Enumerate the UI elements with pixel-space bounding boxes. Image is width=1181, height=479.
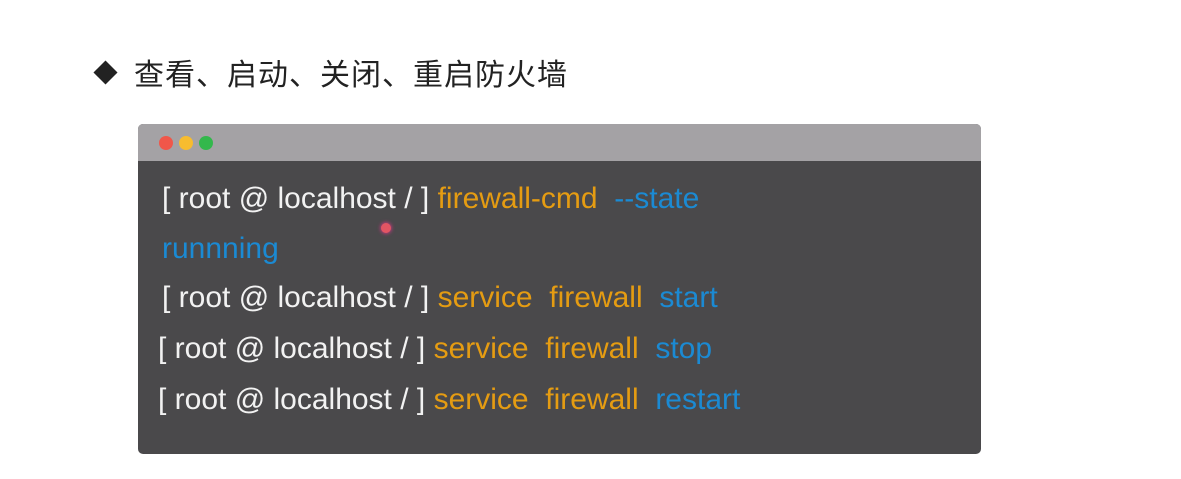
terminal-line: [ root @ localhost / ] service firewall … <box>158 383 740 417</box>
close-window-icon[interactable] <box>159 135 173 150</box>
terminal-line: [ root @ localhost / ] service firewall … <box>162 281 718 315</box>
terminal-output: runnning <box>162 232 279 265</box>
prompt: [ root @ localhost / ] <box>158 383 426 416</box>
command: service firewall <box>433 332 639 365</box>
terminal-line: [ root @ localhost / ] firewall-cmd --st… <box>162 182 699 216</box>
slide-heading: 查看、启动、关闭、重启防火墙 <box>93 50 568 94</box>
terminal-titlebar <box>138 124 981 161</box>
argument: --state <box>614 182 700 215</box>
heading-text: 查看、启动、关闭、重启防火墙 <box>134 58 568 93</box>
argument: start <box>659 281 718 314</box>
diamond-bullet-icon <box>93 59 118 85</box>
minimize-window-icon[interactable] <box>179 135 193 150</box>
maximize-window-icon[interactable] <box>199 135 213 150</box>
argument: stop <box>655 332 713 365</box>
terminal-line: [ root @ localhost / ] service firewall … <box>158 332 712 366</box>
prompt: [ root @ localhost / ] <box>158 332 426 365</box>
mouse-cursor-icon <box>381 223 391 233</box>
terminal-window: [ root @ localhost / ] firewall-cmd --st… <box>138 124 981 454</box>
argument: restart <box>655 383 741 416</box>
prompt: [ root @ localhost / ] <box>162 182 430 215</box>
command: firewall-cmd <box>437 182 598 215</box>
command: service firewall <box>437 281 643 314</box>
prompt: [ root @ localhost / ] <box>162 281 430 314</box>
command: service firewall <box>433 383 639 416</box>
